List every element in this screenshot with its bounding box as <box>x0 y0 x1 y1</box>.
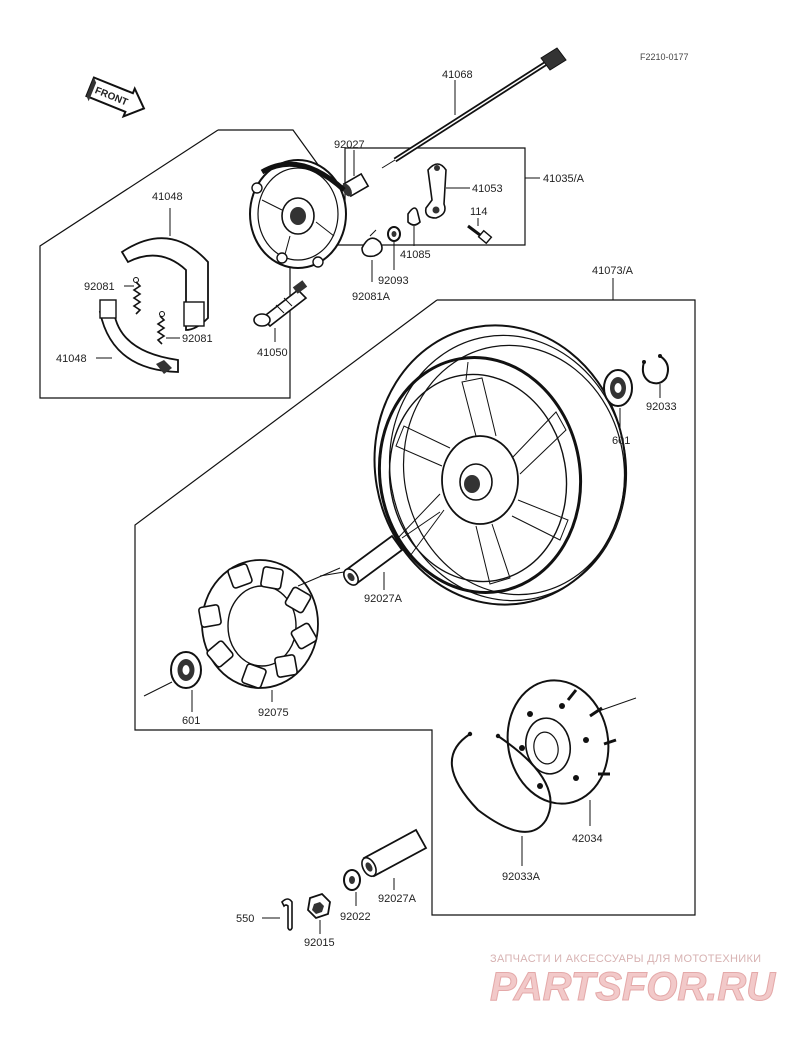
watermark-tagline: ЗАПЧАСТИ И АКСЕССУАРЫ ДЛЯ МОТОТЕХНИКИ <box>490 953 761 965</box>
seal-92093 <box>387 226 401 242</box>
spring-92081-left <box>132 277 142 315</box>
label-41048-top: 41048 <box>152 191 183 203</box>
bolt-114 <box>467 224 493 245</box>
brake-shoe-lower-41048 <box>98 299 179 374</box>
axis-line-upper <box>401 511 441 539</box>
label-41068: 41068 <box>442 69 473 81</box>
axle-nut-92015 <box>307 892 331 920</box>
label-92027a-bottom: 92027A <box>378 893 417 905</box>
cast-wheel <box>373 324 628 606</box>
spring-92081-right <box>156 311 166 345</box>
front-arrow-icon: FRONT <box>85 76 146 119</box>
bearing-601-right <box>603 369 633 407</box>
label-41048-bottom: 41048 <box>56 353 87 365</box>
label-601-right: 601 <box>612 435 630 447</box>
label-41053: 41053 <box>472 183 503 195</box>
label-92027: 92027 <box>334 139 365 151</box>
circlip-92033 <box>641 354 669 385</box>
label-92033a: 92033A <box>502 871 541 883</box>
brake-panel <box>249 159 347 269</box>
label-601-left: 601 <box>182 715 200 727</box>
label-550: 550 <box>236 913 254 925</box>
collar-92027a-middle <box>343 534 404 586</box>
circlip-92033a <box>450 731 552 833</box>
label-42034: 42034 <box>572 833 603 845</box>
wheel-group-outline <box>134 299 696 916</box>
figure-code: F2210-0177 <box>640 52 689 62</box>
label-92022: 92022 <box>340 911 371 923</box>
brake-lever-41053 <box>424 163 447 219</box>
label-92081-right: 92081 <box>182 333 213 345</box>
label-92093: 92093 <box>378 275 409 287</box>
spring-92081a <box>361 229 383 258</box>
label-92081-left: 92081 <box>84 281 115 293</box>
cotter-pin-550 <box>281 898 293 931</box>
label-92075: 92075 <box>258 707 289 719</box>
label-92081a: 92081A <box>352 291 391 303</box>
washer-92022 <box>343 869 361 891</box>
label-41050: 41050 <box>257 347 288 359</box>
label-114: 114 <box>470 206 488 218</box>
coupling-42034 <box>506 679 637 805</box>
label-92027a-mid: 92027A <box>364 593 403 605</box>
watermark-brand: PARTSFOR.RU <box>490 965 776 1009</box>
collar-92027a-bottom <box>361 828 428 878</box>
brake-shoe-upper-41048 <box>120 237 209 331</box>
label-41035: 41035/A <box>543 173 585 185</box>
axle-41068 <box>381 47 567 169</box>
label-92015: 92015 <box>304 937 335 949</box>
label-41073: 41073/A <box>592 265 634 277</box>
bearing-601-left <box>143 651 202 697</box>
label-41085: 41085 <box>400 249 431 261</box>
hub-damper-92075 <box>198 559 341 689</box>
indicator-plate-41085 <box>407 207 421 226</box>
collar-92027 <box>342 172 370 198</box>
brake-cam-41050 <box>253 280 308 328</box>
label-92033: 92033 <box>646 401 677 413</box>
